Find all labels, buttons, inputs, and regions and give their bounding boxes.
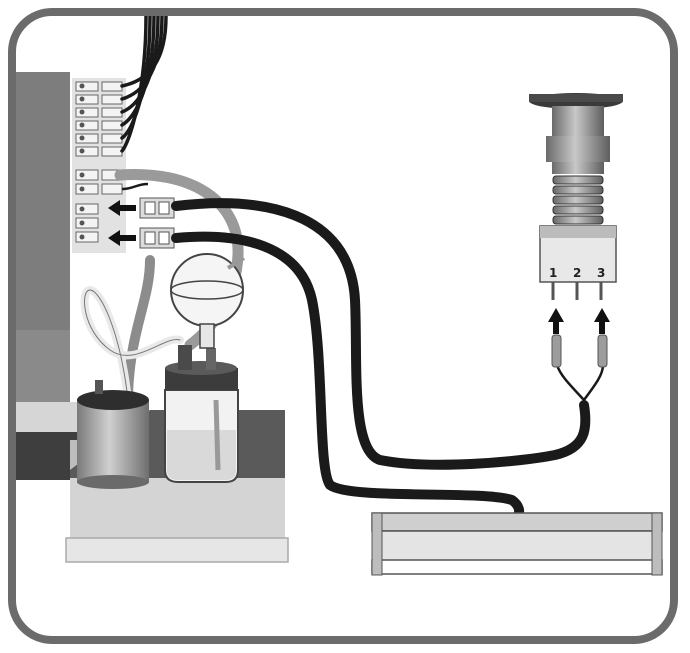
frame-border xyxy=(8,8,678,644)
glass-jar xyxy=(164,345,239,483)
plug-lower xyxy=(139,227,175,249)
sensor-bar xyxy=(371,512,663,576)
switch-pin-label-1: 1 xyxy=(549,266,557,280)
terminal-screws xyxy=(79,83,85,240)
switch-pin-label-3: 3 xyxy=(597,266,605,280)
cable-to-switch xyxy=(171,198,591,470)
cylinder-container xyxy=(77,380,149,489)
plug-arrows xyxy=(108,200,136,246)
switch-lead-tips xyxy=(551,334,608,368)
push-button-switch: 1 2 3 xyxy=(529,93,623,300)
terminal-rows xyxy=(75,81,123,243)
switch-pin-label-2: 2 xyxy=(573,266,581,280)
cable-to-bar xyxy=(171,231,525,520)
switch-pins xyxy=(551,282,603,300)
base-block-bottom xyxy=(65,537,289,563)
white-tube-outline xyxy=(84,289,181,401)
wire-bundle xyxy=(120,14,168,153)
terminal-block xyxy=(72,78,126,253)
switch-arrows xyxy=(548,308,610,334)
vacuum-tube-2 xyxy=(123,255,155,400)
funnel-bulb xyxy=(170,253,246,349)
wall-panel-lower xyxy=(12,330,70,402)
cables xyxy=(171,198,591,520)
switch-leads xyxy=(555,363,605,402)
switch-spring xyxy=(552,175,604,225)
plug-upper xyxy=(139,197,175,219)
